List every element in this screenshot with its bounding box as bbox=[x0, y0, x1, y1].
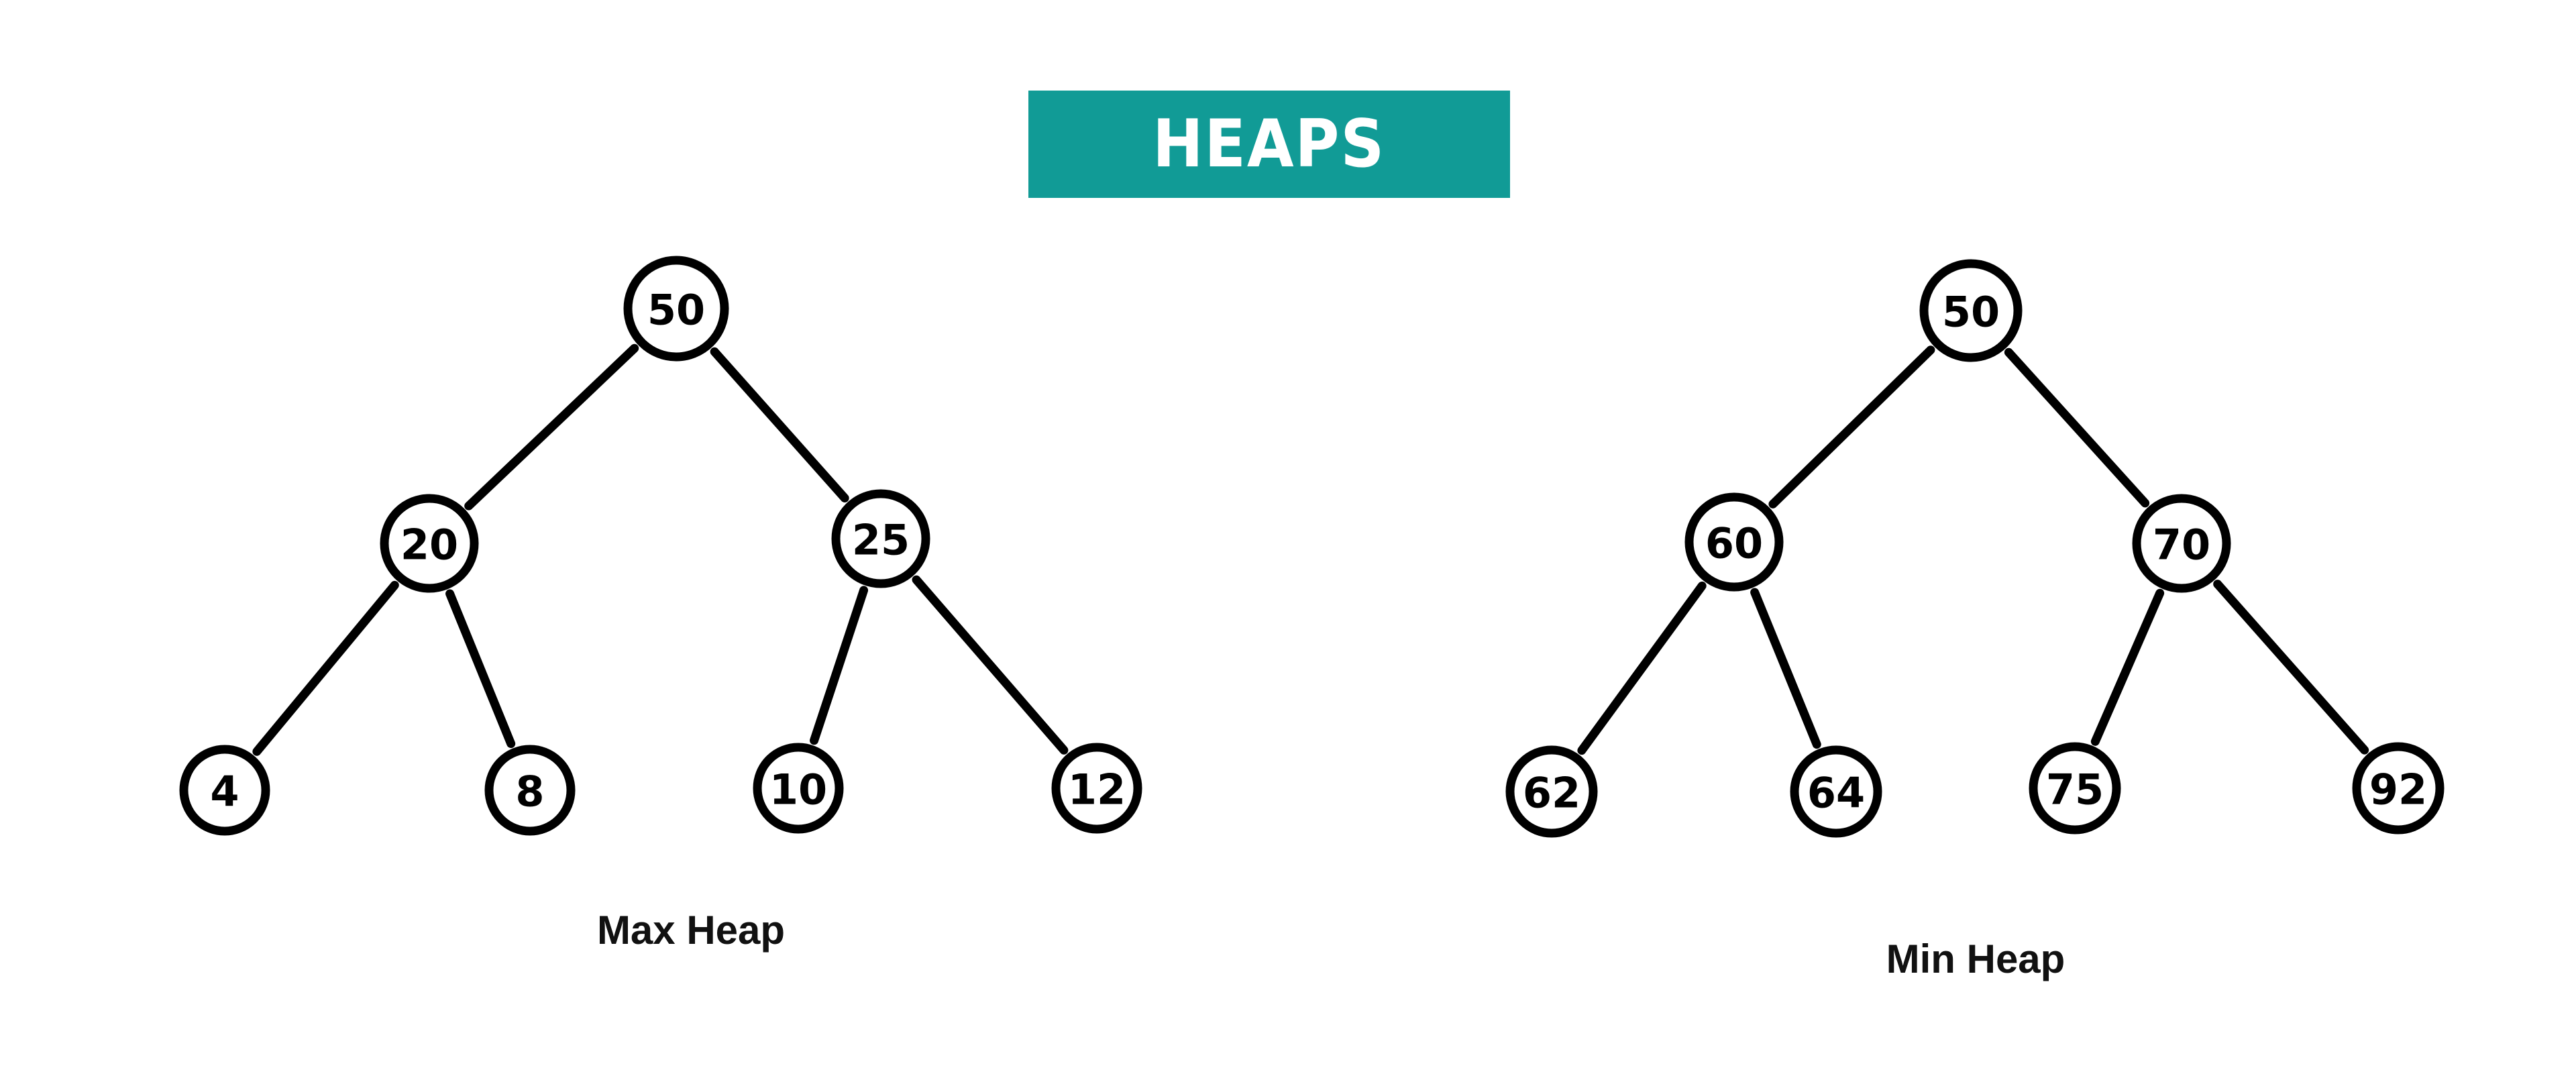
node-circle bbox=[2352, 742, 2445, 835]
tree-edge bbox=[252, 580, 399, 756]
node-value-label: 10 bbox=[769, 765, 827, 814]
node-value-label: 75 bbox=[2046, 765, 2104, 814]
tree-node[interactable]: 60 bbox=[1684, 492, 1784, 592]
node-value-label: 12 bbox=[1068, 765, 1126, 814]
tree-edge bbox=[464, 343, 639, 511]
node-circle bbox=[179, 745, 270, 836]
title-banner: HEAPS bbox=[1028, 91, 1510, 198]
tree-node[interactable]: 75 bbox=[2029, 742, 2121, 835]
node-value-label: 64 bbox=[1807, 769, 1865, 818]
node-circle bbox=[831, 489, 930, 588]
tree-edge bbox=[912, 575, 1069, 755]
tree-node[interactable]: 92 bbox=[2352, 742, 2445, 835]
min-heap-caption: Min Heap bbox=[1886, 936, 2065, 981]
node-value-label: 4 bbox=[210, 767, 239, 816]
node-circle bbox=[380, 494, 479, 593]
max-heap-caption: Max Heap bbox=[596, 908, 786, 953]
tree-node[interactable]: 70 bbox=[2132, 494, 2231, 593]
node-value-label: 62 bbox=[1523, 769, 1580, 818]
node-value-label: 50 bbox=[1942, 288, 2000, 337]
tree-edge bbox=[810, 586, 869, 745]
tree-edge bbox=[1577, 581, 1707, 755]
node-circle bbox=[1684, 492, 1784, 592]
min-heap-group: 50 60 70 62 64 75 92 bbox=[1505, 259, 2445, 838]
tree-edge bbox=[2004, 347, 2150, 508]
tree-node[interactable]: 62 bbox=[1505, 745, 1598, 838]
node-value-label: 60 bbox=[1705, 519, 1763, 568]
tree-node[interactable]: 10 bbox=[753, 743, 844, 834]
node-value-label: 8 bbox=[515, 767, 544, 816]
tree-node[interactable]: 50 bbox=[623, 256, 729, 362]
node-circle bbox=[1919, 259, 2023, 362]
tree-node[interactable]: 4 bbox=[179, 745, 270, 836]
node-circle bbox=[1505, 745, 1598, 838]
tree-edge bbox=[1768, 345, 1935, 508]
tree-node[interactable]: 12 bbox=[1051, 743, 1142, 834]
tree-edge bbox=[445, 589, 516, 749]
max-heap-group: 50 20 25 4 8 10 12 bbox=[179, 256, 1142, 836]
tree-node[interactable]: 64 bbox=[1790, 745, 1882, 838]
node-value-label: 92 bbox=[2369, 765, 2427, 814]
node-value-label: 50 bbox=[647, 286, 705, 335]
tree-edge bbox=[2090, 588, 2165, 746]
page-title: HEAPS bbox=[1152, 106, 1386, 182]
node-circle bbox=[2132, 494, 2231, 593]
tree-edge bbox=[710, 347, 849, 502]
tree-node[interactable]: 25 bbox=[831, 489, 930, 588]
node-value-label: 25 bbox=[852, 516, 910, 565]
node-circle bbox=[753, 743, 844, 834]
tree-edge bbox=[1750, 588, 1821, 749]
node-circle bbox=[484, 745, 576, 836]
node-value-label: 20 bbox=[400, 521, 458, 570]
node-circle bbox=[1051, 743, 1142, 834]
node-circle bbox=[2029, 742, 2121, 835]
node-circle bbox=[1790, 745, 1882, 838]
tree-edge bbox=[2213, 580, 2369, 755]
tree-node[interactable]: 20 bbox=[380, 494, 479, 593]
node-value-label: 70 bbox=[2153, 521, 2210, 570]
node-circle bbox=[623, 256, 729, 362]
tree-node[interactable]: 8 bbox=[484, 745, 576, 836]
tree-node[interactable]: 50 bbox=[1919, 259, 2023, 362]
